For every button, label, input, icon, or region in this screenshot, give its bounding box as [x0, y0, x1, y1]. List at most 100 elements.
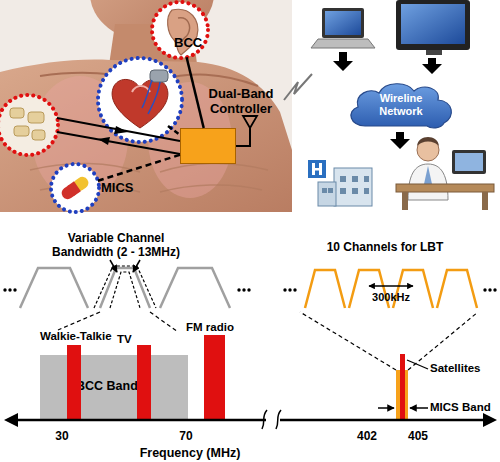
- bandwidth-pointer-arrows-part: [133, 260, 140, 272]
- axis-tick-label: 30: [50, 429, 74, 443]
- circle-outline: [51, 164, 99, 212]
- capsule-illustration-part-part: [67, 181, 80, 195]
- axis-title: Frequency (MHz): [120, 446, 260, 461]
- ellipsis-dots-part: [293, 288, 296, 291]
- node-label: Dual-Band Controller: [203, 87, 279, 117]
- ellipsis-dots-part: [483, 288, 486, 291]
- axis-tick-label: 402: [352, 429, 382, 443]
- doctor-icon-part: [396, 184, 494, 192]
- wireless-bolt-part: [284, 74, 312, 100]
- zoom-lines-part: [408, 312, 478, 370]
- sensor-patch-illustration-part: [32, 130, 45, 140]
- wireless-bolt: [284, 74, 312, 100]
- axis-tick-label: 405: [403, 429, 433, 443]
- bcc-link: [187, 57, 204, 128]
- heart-illustration-part: [98, 58, 182, 142]
- mics-channel-trapezoids-part: [437, 270, 477, 308]
- heart-illustration-part: [150, 70, 168, 82]
- bcc-link-lines-part: [57, 118, 180, 141]
- zoom-lines-part: [300, 312, 396, 370]
- tv-icon-part: [401, 4, 465, 44]
- hospital-icon-part: [340, 176, 346, 182]
- hospital-icon-part: [318, 182, 336, 206]
- capsule-illustration: [51, 164, 99, 212]
- interferer-bars-part: [204, 335, 225, 419]
- bandwidth-pointer-arrows-part: [110, 260, 117, 272]
- mics-band-bar-part: [407, 360, 428, 369]
- hospital-icon: [308, 160, 372, 206]
- frequency-axis-part: [262, 410, 267, 429]
- axis-tick-label: 70: [174, 429, 198, 443]
- frequency-axis-part: [4, 413, 18, 427]
- heart-illustration-part: [142, 80, 160, 114]
- tv-icon-part: [426, 50, 442, 55]
- controller-box: Dual-Band Controller: [180, 128, 236, 164]
- hospital-icon-part: [352, 188, 358, 194]
- interferer-label: FM radio: [186, 321, 258, 334]
- heart-illustration-part: [132, 86, 150, 92]
- band-label: MICS Band: [430, 401, 500, 414]
- bcc-link-lines-part: [57, 132, 180, 154]
- ellipsis-dots-part: [242, 288, 245, 291]
- ellipsis-dots-part: [237, 288, 240, 291]
- frequency-axis-part: [276, 410, 281, 429]
- node-label: BCC Band: [76, 379, 142, 393]
- flow-arrow-part: [390, 132, 410, 149]
- zoom-lines-part: [58, 312, 100, 330]
- zoom-lines-part: [150, 312, 178, 332]
- network-cloud: Wireline Network: [345, 80, 457, 130]
- ellipsis-dots-part: [8, 288, 11, 291]
- doctor-icon-part: [417, 137, 439, 146]
- frequency-axis-part: [266, 411, 280, 429]
- capsule-illustration-part: [59, 174, 90, 201]
- frequency-axis-part: [483, 413, 497, 427]
- node-label: MICS: [101, 181, 151, 196]
- mics-link: [98, 155, 180, 181]
- bcc-channel-trapezoids-part: [20, 268, 88, 308]
- ellipsis-dots-part: [488, 288, 491, 291]
- bandwidth-pointer-arrows: [110, 260, 140, 272]
- channel-spacing-arrow: [369, 286, 413, 287]
- node-label: Wireline Network: [363, 92, 439, 117]
- sensor-patch-illustration-part: [10, 108, 24, 118]
- sensor-patch-illustration-part: [28, 112, 44, 123]
- sensor-patch-illustration-part: [0, 95, 58, 155]
- antenna-symbol-part: [236, 128, 250, 146]
- node-label: BCC: [174, 36, 214, 51]
- flow-arrow-part: [333, 52, 353, 71]
- doctor-icon-part: [452, 150, 486, 174]
- doctor-icon-part: [402, 192, 408, 210]
- antenna-symbol: [236, 116, 257, 146]
- bcc-channel-trapezoids-part: [110, 272, 140, 308]
- sensor-patch-illustration-part: [14, 126, 29, 136]
- hospital-icon-part: [352, 176, 358, 182]
- laptop-icon: [311, 8, 375, 48]
- interferer-label: TV: [117, 333, 139, 346]
- annotation-text: Satellites: [430, 362, 498, 375]
- bcc-channel-trapezoids-part: [94, 266, 156, 308]
- ellipsis-dots-part: [493, 288, 496, 291]
- bcc-band: BCC Band: [40, 355, 188, 420]
- doctor-icon-part: [455, 153, 483, 171]
- ellipsis-dots: [3, 288, 496, 291]
- bcc-link-lines-part: [114, 126, 128, 134]
- mics-band-bar-part: [396, 370, 408, 419]
- tv-icon: [396, 0, 470, 55]
- mics-band-bar-part: [400, 354, 405, 419]
- sensor-patch-illustration-part: [0, 95, 58, 155]
- ellipsis-dots-part: [3, 288, 6, 291]
- antenna-symbol-part: [243, 116, 257, 128]
- hospital-icon-part: [312, 168, 322, 171]
- hospital-icon-part: [308, 160, 326, 178]
- annotation-text: 10 Channels for LBT: [320, 240, 450, 254]
- sensor-patch-illustration: [0, 95, 58, 155]
- ellipsis-dots-part: [247, 288, 250, 291]
- mics-band-bar: [378, 354, 428, 419]
- hospital-icon-part: [364, 176, 369, 182]
- laptop-icon-part: [322, 8, 364, 38]
- dimension-label: 300kHz: [366, 291, 416, 304]
- ellipsis-dots-part: [283, 288, 286, 291]
- heart-illustration: [98, 58, 182, 142]
- mics-band-bar-part: [378, 407, 394, 409]
